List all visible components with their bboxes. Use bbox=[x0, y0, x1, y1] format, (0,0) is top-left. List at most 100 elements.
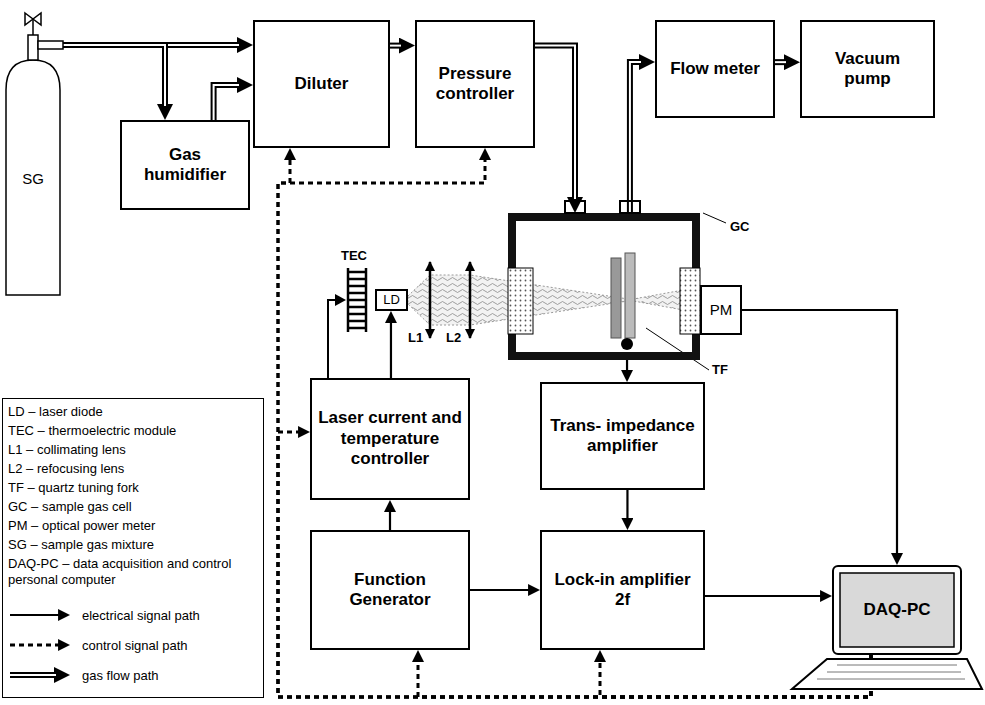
connector bbox=[278, 153, 871, 697]
abbreviation-text: L2 – refocusing lens bbox=[8, 461, 124, 477]
gas-line bbox=[630, 62, 647, 213]
tec-wire bbox=[328, 300, 340, 378]
process-box: Vacuum pump bbox=[800, 20, 935, 118]
lock-in-box: Lock-in amplifier 2f bbox=[540, 530, 705, 650]
connector bbox=[705, 596, 827, 597]
tec-wire-head bbox=[335, 294, 346, 306]
connector bbox=[627, 490, 628, 525]
connector bbox=[418, 655, 871, 697]
abbreviation-text: LD – laser diode bbox=[8, 404, 103, 420]
legend: electrical signal path control signal pat… bbox=[8, 600, 258, 690]
abbreviation-text: TEC – thermoelectric module bbox=[8, 423, 176, 439]
process-box: Flow meter bbox=[655, 20, 775, 118]
signal-line bbox=[10, 614, 65, 616]
connector bbox=[390, 316, 391, 378]
gas-line-core bbox=[10, 674, 56, 676]
signal-line bbox=[470, 589, 535, 591]
connector bbox=[470, 590, 535, 591]
gas-line-core bbox=[390, 45, 401, 47]
node-text: SG bbox=[3, 170, 63, 187]
node-text: GC bbox=[730, 219, 750, 234]
gas-line bbox=[390, 43, 407, 49]
legend-sample bbox=[8, 637, 72, 653]
node-text: Vacuum pump bbox=[816, 49, 919, 90]
process-box: Pressure controller bbox=[415, 20, 535, 148]
laser-diode: LD bbox=[375, 289, 408, 311]
gas-line-core bbox=[630, 62, 641, 213]
connector bbox=[278, 153, 871, 697]
part-label: TF bbox=[712, 362, 728, 378]
gas-line bbox=[535, 46, 575, 205]
node-text: Pressure controller bbox=[423, 64, 527, 105]
gas-line bbox=[10, 672, 62, 678]
node-text: Trans- impedance amplifier bbox=[548, 416, 697, 457]
signal-line bbox=[626, 490, 628, 525]
connector bbox=[775, 62, 792, 63]
process-box: Diluter bbox=[253, 20, 390, 148]
abbreviation-text: GC – sample gas cell bbox=[8, 499, 132, 515]
power-meter: PM bbox=[700, 285, 742, 335]
legend-sample bbox=[8, 607, 72, 623]
gas-cylinder: SG bbox=[3, 5, 63, 295]
gas-cylinder-outline bbox=[3, 5, 63, 295]
legend-row: gas flow path bbox=[8, 660, 258, 690]
abbreviation-text: SG – sample gas mixture bbox=[8, 537, 154, 553]
gas-cell-outline bbox=[508, 213, 700, 360]
legend-text: electrical signal path bbox=[82, 608, 200, 623]
control-line bbox=[10, 644, 65, 647]
node-text: PM bbox=[710, 301, 733, 319]
abbreviation-text: TF – quartz tuning fork bbox=[8, 480, 139, 496]
abbreviation-text: L1 – collimating lens bbox=[8, 442, 126, 458]
node-text: Lock-in amplifier 2f bbox=[548, 570, 697, 611]
process-box: Gas humidifier bbox=[120, 120, 250, 210]
control-line bbox=[278, 153, 871, 697]
signal-line bbox=[626, 360, 628, 377]
node-text: LD bbox=[383, 292, 400, 308]
part-label: L1 bbox=[408, 330, 423, 346]
gas-line-core bbox=[63, 45, 165, 106]
node-text: Diluter bbox=[295, 74, 349, 94]
computer: DAQ-PC bbox=[832, 565, 962, 655]
abbreviation-text: PM – optical power meter bbox=[8, 518, 155, 534]
signal-line bbox=[390, 316, 392, 378]
gas-line-core bbox=[214, 85, 239, 120]
control-line bbox=[418, 655, 871, 697]
gas-line bbox=[775, 59, 792, 65]
connector bbox=[390, 505, 391, 530]
controller-box: Laser current and temperature controller bbox=[310, 378, 470, 500]
legend-row: electrical signal path bbox=[8, 600, 258, 630]
collimating-lens bbox=[429, 262, 432, 338]
thermoelectric-module bbox=[348, 268, 366, 332]
connector bbox=[214, 85, 245, 120]
gas-line-core bbox=[775, 61, 786, 63]
legend-text: control signal path bbox=[82, 638, 188, 653]
signal-line bbox=[742, 310, 897, 560]
gas-line bbox=[214, 85, 245, 120]
connector bbox=[627, 360, 628, 377]
legend-sample bbox=[8, 667, 72, 683]
connector bbox=[63, 45, 165, 112]
gc-leader bbox=[703, 213, 726, 223]
laser-beam bbox=[408, 275, 700, 325]
gas-line bbox=[63, 45, 165, 112]
connector bbox=[390, 45, 407, 46]
node-text: DAQ-PC bbox=[863, 600, 930, 620]
gas-line-core bbox=[535, 46, 575, 199]
control-line bbox=[278, 153, 871, 697]
legend-text: gas flow path bbox=[82, 668, 159, 683]
connector bbox=[742, 310, 897, 560]
connector bbox=[630, 62, 647, 213]
part-label: TEC bbox=[341, 248, 367, 264]
node-text: Laser current and temperature controller bbox=[318, 408, 462, 469]
connector bbox=[535, 46, 575, 205]
gas-cell: GC bbox=[508, 213, 700, 360]
amplifier-box: Trans- impedance amplifier bbox=[540, 382, 705, 490]
node-text: Gas humidifier bbox=[128, 145, 242, 186]
signal-line bbox=[705, 595, 827, 597]
part-label: L2 bbox=[446, 330, 461, 346]
node-text: Flow meter bbox=[670, 59, 760, 79]
abbreviation-text: DAQ-PC – data acquisition and control pe… bbox=[8, 556, 258, 587]
refocusing-lens bbox=[469, 262, 472, 338]
generator-box: Function Generator bbox=[310, 530, 470, 650]
legend-row: control signal path bbox=[8, 630, 258, 660]
